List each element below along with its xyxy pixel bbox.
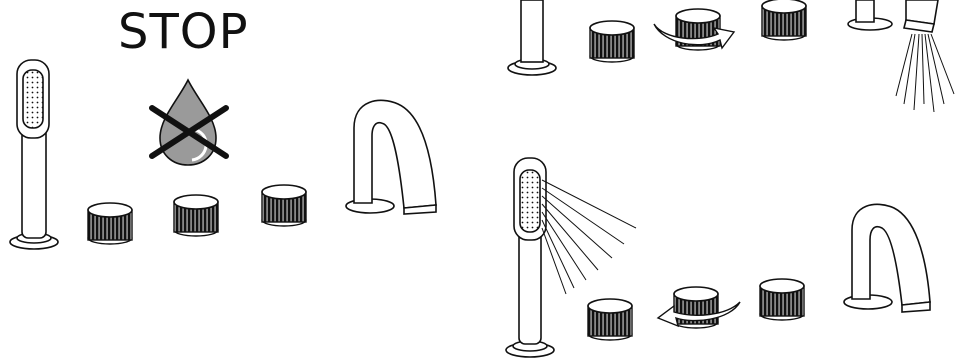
panel-turn-right — [507, 0, 955, 113]
control-knob-3 — [759, 278, 805, 321]
control-knob-2 — [173, 194, 219, 237]
control-knob-1 — [589, 20, 635, 63]
control-knob-2-active — [673, 286, 719, 329]
bath-spout — [843, 203, 931, 313]
stop-label: STOP — [118, 4, 249, 60]
hand-shower-base — [507, 0, 557, 76]
control-knob-1 — [587, 298, 633, 341]
control-knob-3 — [761, 0, 807, 41]
bath-spout — [345, 99, 437, 215]
rotate-clockwise-arrow-icon — [653, 23, 736, 50]
rotate-counterclockwise-arrow-icon — [656, 301, 741, 328]
water-spray-icon — [895, 33, 955, 113]
water-drop-crossed-icon — [149, 78, 229, 166]
hand-shower — [9, 59, 59, 250]
bath-spout — [847, 0, 939, 33]
hand-shower — [505, 157, 555, 358]
control-knob-3 — [261, 184, 307, 227]
panel-turn-left — [505, 157, 931, 358]
panel-stop — [9, 59, 437, 250]
control-knob-1 — [87, 202, 133, 245]
water-spray-icon — [541, 179, 637, 295]
